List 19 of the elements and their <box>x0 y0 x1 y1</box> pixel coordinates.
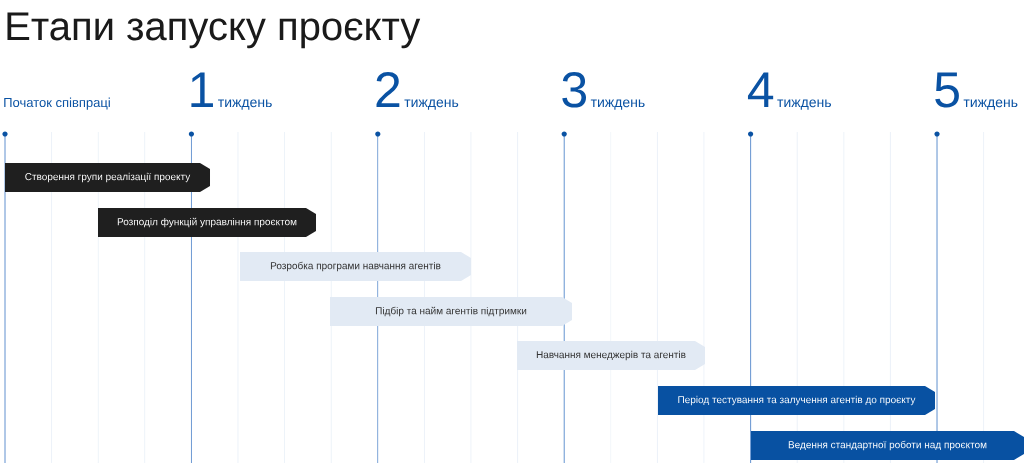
task-bar: Період тестування та залучення агентів до проєкту <box>658 386 935 415</box>
week-number: 5 <box>935 72 959 108</box>
task-bar: Навчання менеджерів та агентів <box>517 341 705 370</box>
week-label: тиждень <box>963 99 1018 110</box>
week-number: 4 <box>747 72 774 107</box>
task-bar: Підбір та найм агентів підтримки <box>330 297 572 326</box>
task-bar: Ведення стандартної роботи над проєктом <box>751 431 1024 460</box>
task-bar: Розробка програми навчання агентів <box>240 252 471 281</box>
week-number: 2 <box>376 72 400 107</box>
title: Етапи запуску проєкту <box>7 12 421 49</box>
week-number: 3 <box>562 72 586 108</box>
start-label: Початок співпраці <box>4 97 110 110</box>
week-label: тиждень <box>777 99 832 110</box>
task-bar: Створення групи реалізації проекту <box>5 163 210 192</box>
week-label: тиждень <box>404 99 459 110</box>
task-bar: Розподіл функцій управління проєктом <box>98 208 316 237</box>
week-label: тиждень <box>218 99 272 110</box>
week-number: 1 <box>191 72 213 107</box>
week-label: тиждень <box>590 99 645 110</box>
